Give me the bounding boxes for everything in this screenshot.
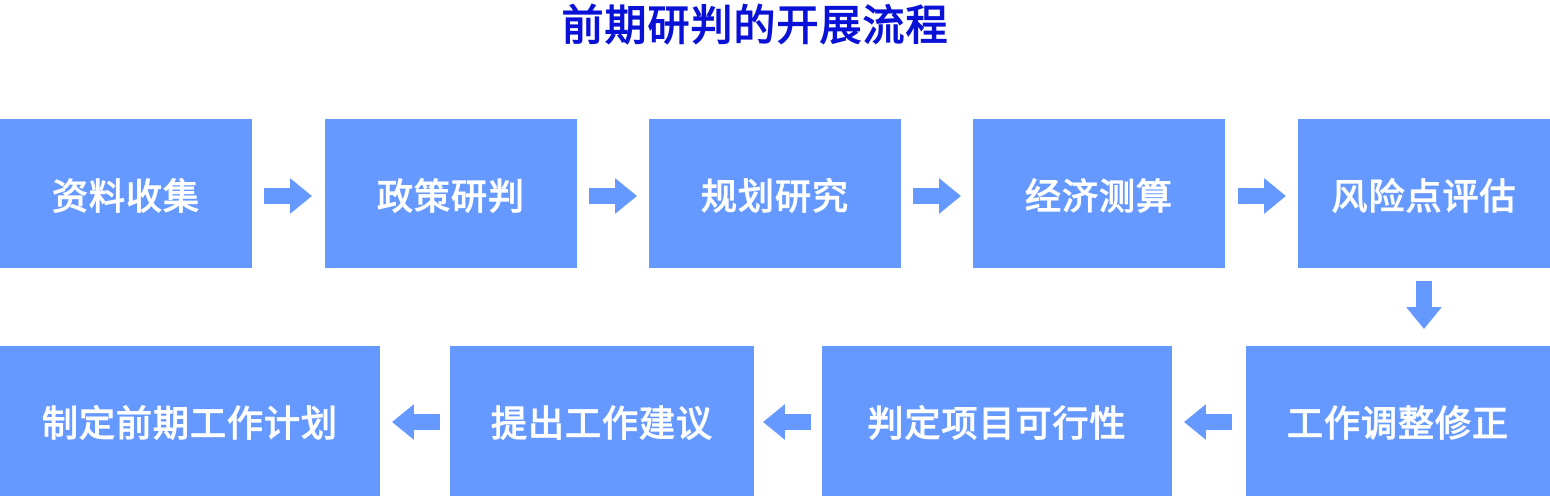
step-box-1: 资料收集 (0, 119, 252, 268)
arrow-right-icon (913, 176, 961, 216)
step-box-8: 提出工作建议 (450, 346, 754, 496)
arrow-down-icon (1404, 281, 1444, 329)
step-box-5: 风险点评估 (1298, 119, 1550, 268)
step-box-7: 判定项目可行性 (822, 346, 1172, 496)
diagram-title: 前期研判的开展流程 (561, 1, 949, 50)
arrow-left-icon (392, 402, 440, 442)
arrow-left-icon (1184, 402, 1232, 442)
step-box-9: 制定前期工作计划 (0, 346, 380, 496)
arrow-right-icon (1238, 176, 1286, 216)
arrow-right-icon (264, 176, 312, 216)
arrow-left-icon (763, 402, 811, 442)
step-box-4: 经济测算 (973, 119, 1225, 268)
step-box-3: 规划研究 (649, 119, 901, 268)
step-box-6: 工作调整修正 (1246, 346, 1550, 496)
step-box-2: 政策研判 (325, 119, 577, 268)
arrow-right-icon (589, 176, 637, 216)
